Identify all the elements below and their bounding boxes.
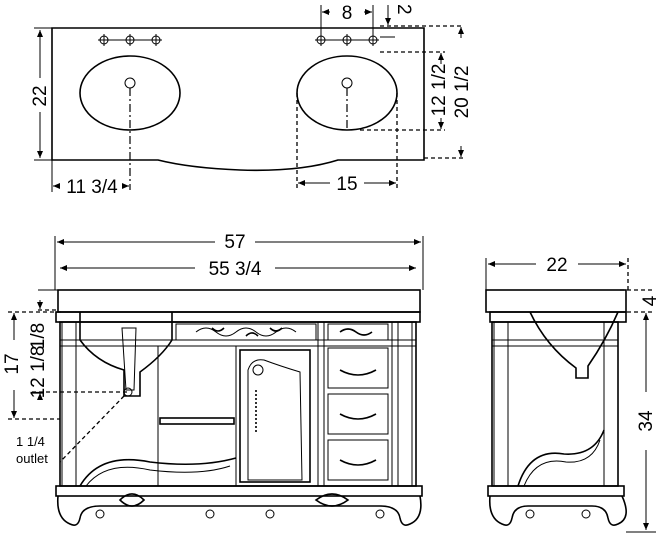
dim-side-depth: 22 [546,255,567,276]
dim-top-width: 55 3/4 [209,259,262,280]
countertop-outline [51,27,425,172]
dim-top-thickness: 4 [640,295,661,306]
top-view: 8 2 12 1/2 20 1/2 22 11 3/4 15 [30,3,473,198]
left-drain [124,77,136,89]
dim-side-height: 34 [636,410,657,432]
dim-floor-to-drain: 12 1/8 [28,346,49,399]
dim-faucet-spacing: 8 [342,3,353,24]
right-drain [341,77,353,89]
drawer-2 [327,393,389,435]
drawer-3 [327,439,389,481]
dim-faucet-offset: 2 [393,4,414,15]
front-feet [56,495,422,526]
outlet-size: 1 1/4 [16,434,45,449]
front-view: 57 55 3/4 [2,232,424,526]
dim-drain-height: 17 [2,353,23,374]
dim-sink-front-offset: 20 1/2 [452,66,473,119]
side-view: 22 4 34 [485,255,661,533]
dim-overall-width: 57 [224,232,245,253]
dim-sink-width: 15 [336,174,357,195]
left-faucet-holes [98,34,162,46]
left-sink-basin [79,55,181,131]
side-sink-cutaway [529,311,619,379]
carved-apron [175,323,317,341]
dim-sink-depth: 12 1/2 [429,64,450,117]
dim-top-depth: 22 [30,85,51,106]
side-feet [488,495,627,526]
dim-top-to-drain: 1/8 [28,323,49,349]
side-countertop [485,289,627,313]
base-plinth [55,485,423,497]
outlet-marker [123,387,133,397]
front-sink-cutaway [79,312,173,397]
dim-sink-center: 11 3/4 [66,177,118,198]
top-drawer [327,323,389,341]
front-countertop [57,289,421,313]
right-door [239,349,311,483]
outlet-label: outlet [16,451,48,466]
drawer-1 [327,347,389,389]
right-faucet-holes [315,34,379,46]
